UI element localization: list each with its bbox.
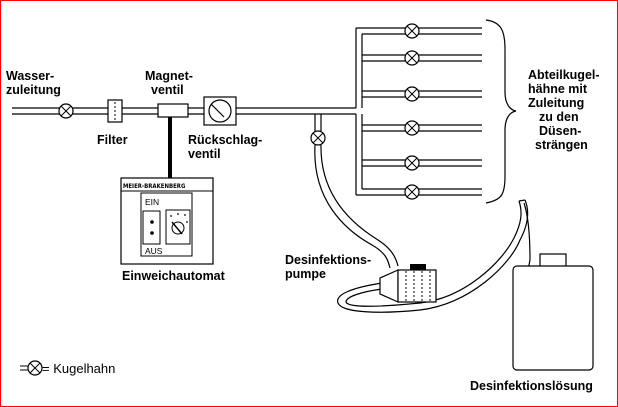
label-filter: Filter: [97, 133, 128, 147]
device-brand: MEIER-BRAKENBERG: [123, 183, 186, 190]
disinfection-tee: [314, 114, 322, 131]
label-pump-line2: pumpe: [285, 267, 326, 281]
label-branch-line1: Abteilkugel-: [528, 68, 600, 82]
manifold-pipe: [355, 28, 363, 195]
curly-brace: [485, 19, 517, 204]
ball-valve-icon: [404, 86, 420, 102]
ball-valve-icon: [404, 155, 420, 171]
label-branch-line5: Düsen-: [539, 124, 581, 138]
label-pump-line1: Desinfektions-: [285, 253, 371, 267]
device-aus: AUS: [145, 246, 163, 256]
ball-valve-icon: [58, 103, 74, 119]
magnet-valve-icon: [157, 103, 189, 180]
disinfectant-canister-icon: [512, 253, 594, 371]
label-branch-line6: strängen: [535, 138, 588, 152]
label-magnet-line1: Magnet-: [145, 69, 193, 83]
ball-valve-icon: [27, 360, 43, 376]
label-branch-line4: zu den: [539, 110, 579, 124]
ball-valve-icon: [310, 130, 326, 146]
legend-ball-valve: = Kugelhahn: [20, 360, 115, 376]
label-disinfectant-solution: Desinfektionslösung: [470, 379, 593, 393]
device-ein: EIN: [145, 197, 159, 207]
label-branch-line2: hähne mit: [528, 82, 588, 96]
ball-valve-icon: [404, 50, 420, 66]
ball-valve-icon: [404, 184, 420, 200]
label-magnet-line2: ventil: [151, 83, 184, 97]
label-wasser-line1: Wasser-: [6, 69, 54, 83]
hose-to-pump: [314, 144, 399, 269]
label-check-valve-line1: Rückschlag-: [188, 133, 262, 147]
legend-label: = Kugelhahn: [42, 361, 115, 376]
ball-valve-icon: [404, 23, 420, 39]
pump-icon: [379, 264, 437, 303]
label-check-valve-line2: ventil: [188, 147, 221, 161]
branch-valves: [404, 23, 420, 200]
label-branch-line3: Zuleitung: [528, 96, 584, 110]
ball-valve-icon: [404, 120, 420, 136]
filter-icon: [107, 99, 123, 123]
check-valve-icon: [203, 96, 237, 126]
label-soak-timer: Einweichautomat: [122, 269, 226, 283]
branch-lines: [356, 27, 482, 196]
soak-timer-device: [120, 177, 214, 265]
label-wasser-line2: zuleitung: [6, 83, 61, 97]
